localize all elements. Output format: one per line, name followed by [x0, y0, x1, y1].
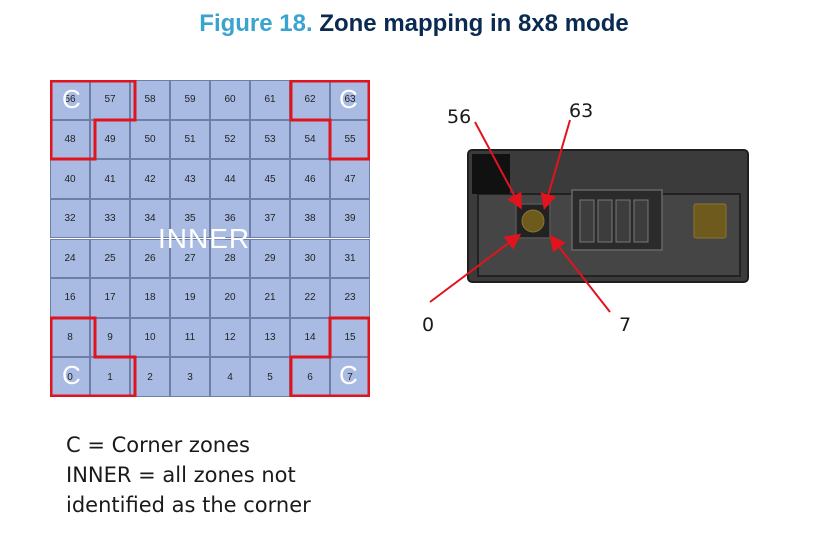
zone-cell: 43 — [170, 159, 210, 199]
zone-cell: 30 — [290, 238, 330, 279]
zone-cell: 58 — [130, 80, 170, 120]
zone-cell: 29 — [250, 238, 290, 279]
figure-number: Figure 18. — [199, 10, 313, 37]
zone-cell: 10 — [130, 317, 170, 358]
zone-cell: 28 — [210, 238, 250, 279]
zone-cell: 61 — [250, 80, 290, 120]
zone-cell: 5 — [250, 357, 290, 397]
zone-cell: 32 — [50, 198, 90, 239]
zone-cell: 44 — [210, 159, 250, 199]
zone-cell: 36 — [210, 198, 250, 239]
slot-3 — [615, 199, 631, 243]
zone-cell: 50 — [130, 119, 170, 160]
label-7: 7 — [619, 314, 632, 336]
zone-cell: 6 — [290, 357, 330, 397]
zone-cell: 25 — [90, 238, 130, 279]
zone-cell: 14 — [290, 317, 330, 358]
zone-cell: 22 — [290, 278, 330, 318]
zone-cell: 48 — [50, 119, 90, 160]
zone-cell: 3 — [170, 357, 210, 397]
sensor-diagram — [429, 119, 749, 313]
zone-cell: 11 — [170, 317, 210, 358]
corner-label-bottom-left: C — [62, 360, 81, 390]
zone-cell: 40 — [50, 159, 90, 199]
zone-cell: 49 — [90, 119, 130, 160]
zone-cell: 52 — [210, 119, 250, 160]
legend-line-1: C = Corner zones — [66, 433, 250, 457]
figure-caption: Zone mapping in 8x8 mode — [319, 10, 629, 37]
zone-cell: 37 — [250, 198, 290, 239]
label-56: 56 — [447, 106, 472, 128]
zone-cell: 41 — [90, 159, 130, 199]
zone-cell: 33 — [90, 198, 130, 239]
zone-cell: 47 — [330, 159, 370, 199]
slot-2 — [597, 199, 613, 243]
zone-cell: 39 — [330, 198, 370, 239]
zone-cell: 9 — [90, 317, 130, 358]
zone-cell: 35 — [170, 198, 210, 239]
zone-cell: 53 — [250, 119, 290, 160]
zone-cell: 27 — [170, 238, 210, 279]
emitter-pad — [693, 203, 727, 239]
zone-cell: 60 — [210, 80, 250, 120]
inner-label: INNER — [158, 223, 251, 254]
zone-cell: 26 — [130, 238, 170, 279]
zone-cell: 46 — [290, 159, 330, 199]
sensor-window — [472, 154, 510, 194]
zone-cell: 24 — [50, 238, 90, 279]
zone-cell: 55 — [330, 119, 370, 160]
corner-label-top-right: C — [339, 84, 358, 114]
zone-cell: 38 — [290, 198, 330, 239]
zone-cell: 21 — [250, 278, 290, 318]
arrow-0 — [429, 233, 522, 303]
zone-cell: 34 — [130, 198, 170, 239]
zone-cell: 31 — [330, 238, 370, 279]
slot-1 — [579, 199, 595, 243]
zone-cell: 18 — [130, 278, 170, 318]
legend-note: C = Corner zones INNER = all zones not i… — [66, 430, 311, 520]
corner-label-top-left: C — [62, 84, 81, 114]
zone-cell: 8 — [50, 317, 90, 358]
zone-cell: 2 — [130, 357, 170, 397]
label-0: 0 — [422, 314, 435, 336]
zone-cell: 23 — [330, 278, 370, 318]
zone-cell: 42 — [130, 159, 170, 199]
zone-cell: 20 — [210, 278, 250, 318]
zone-cell: 57 — [90, 80, 130, 120]
slot-4 — [633, 199, 649, 243]
figure-title: Figure 18. Zone mapping in 8x8 mode — [0, 10, 828, 38]
legend-line-3: identified as the corner — [66, 493, 311, 517]
zone-cell: 4 — [210, 357, 250, 397]
receiver-lens — [521, 209, 545, 233]
zone-cell: 12 — [210, 317, 250, 358]
arrow-63 — [540, 119, 571, 210]
zone-cell: 62 — [290, 80, 330, 120]
corner-label-bottom-right: C — [339, 360, 358, 390]
zone-cell: 17 — [90, 278, 130, 318]
zone-cell: 51 — [170, 119, 210, 160]
zone-cell: 15 — [330, 317, 370, 358]
zone-cell: 19 — [170, 278, 210, 318]
arrow-7 — [549, 234, 611, 313]
zone-cell: 59 — [170, 80, 210, 120]
legend-line-2: INNER = all zones not — [66, 463, 296, 487]
zone-cell: 54 — [290, 119, 330, 160]
zone-cell: 45 — [250, 159, 290, 199]
zone-cell: 16 — [50, 278, 90, 318]
label-63: 63 — [569, 100, 594, 122]
arrow-56 — [474, 121, 522, 210]
zone-cell: 1 — [90, 357, 130, 397]
zone-cell: 13 — [250, 317, 290, 358]
